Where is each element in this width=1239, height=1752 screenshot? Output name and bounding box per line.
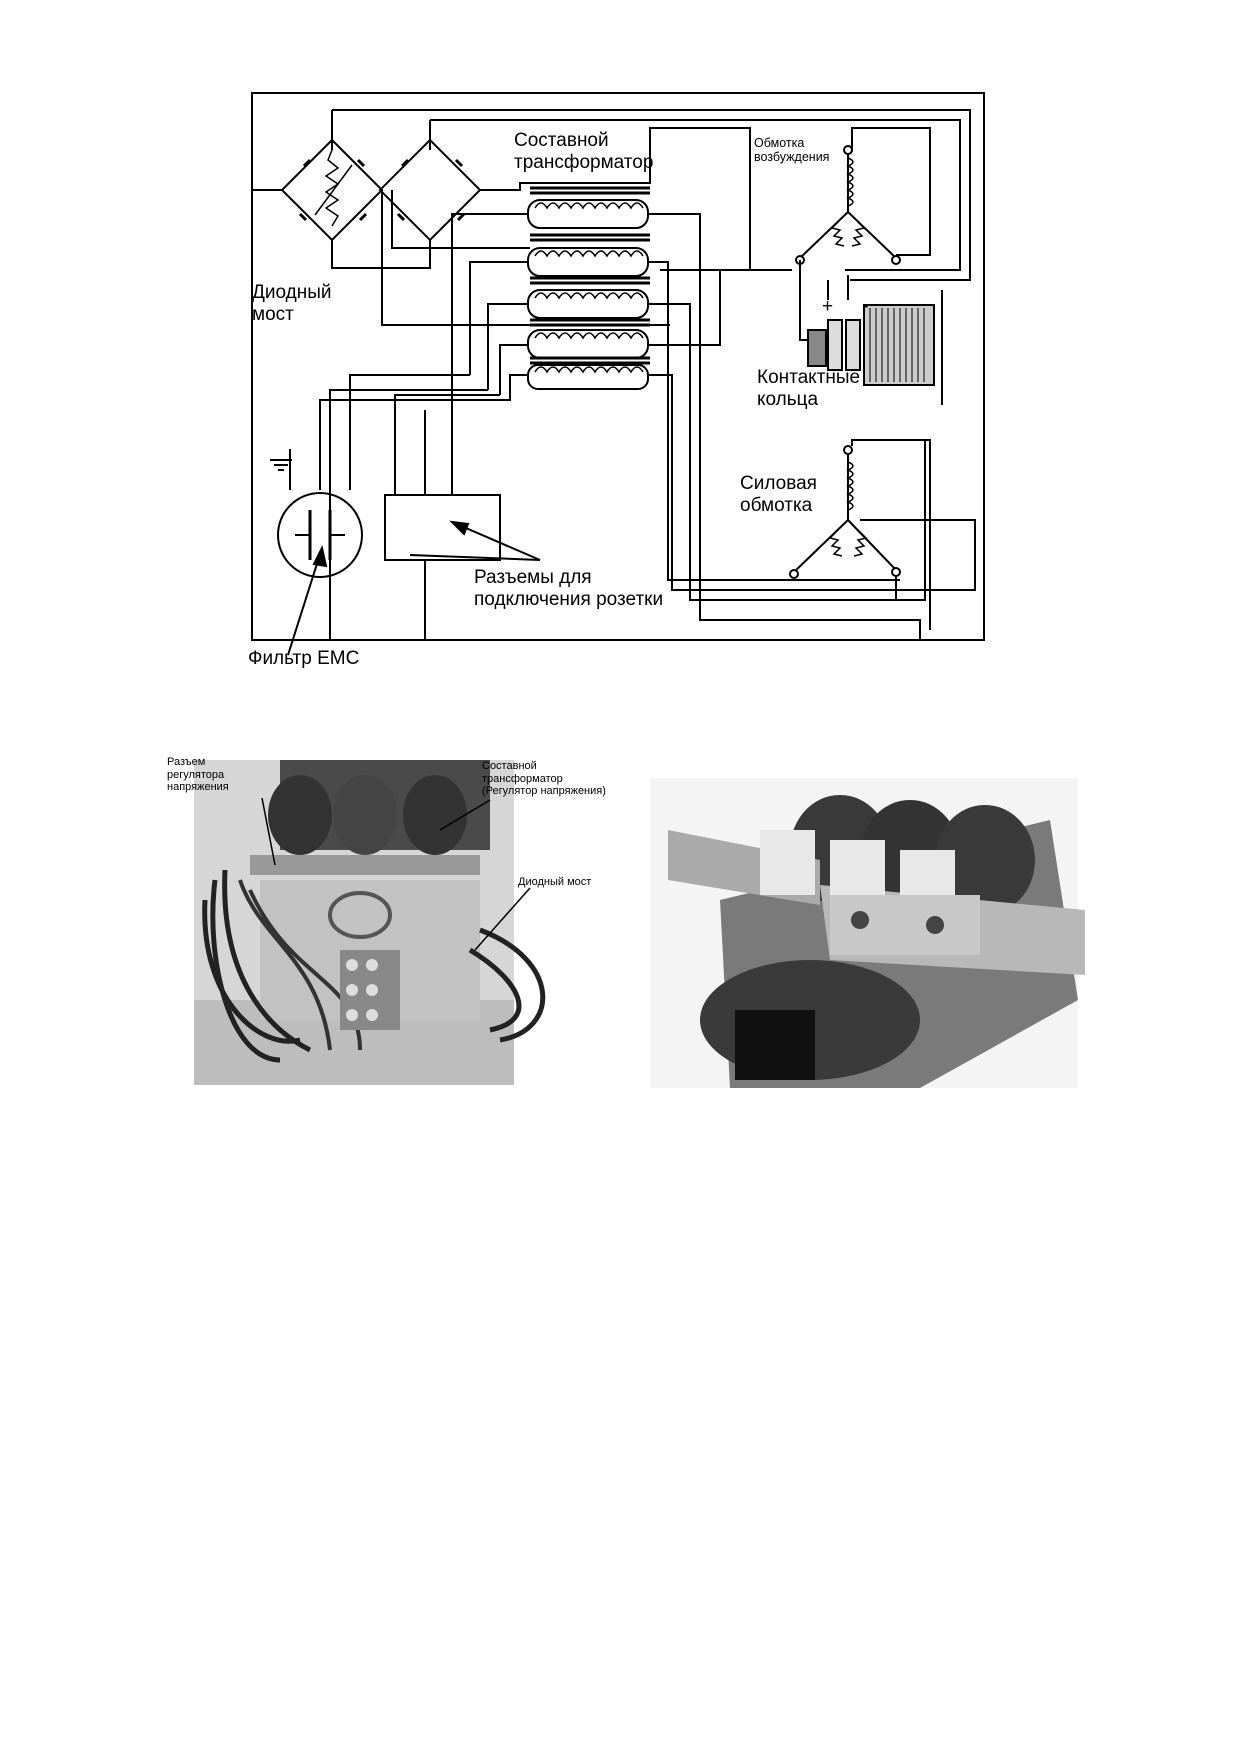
label-slip-rings: Контактные кольца (757, 367, 861, 410)
label-power-winding: Силовая обмотка (740, 473, 817, 516)
excitation-winding (795, 127, 931, 341)
label-excitation-winding: Обмотка возбуждения (754, 136, 830, 165)
label-minus: - (862, 296, 869, 317)
outer-wire-loop (251, 92, 985, 641)
label-plus: + (822, 296, 834, 317)
label-photo-diode-bridge: Диодный мост (518, 876, 592, 888)
diode-bridge-2 (378, 138, 482, 242)
slip-rings (807, 275, 943, 405)
power-winding (789, 439, 931, 630)
label-socket-connectors: Разъемы для подключения розетки (474, 567, 664, 610)
label-diode-bridge: Диодный мост (252, 282, 332, 325)
label-regulator-connector: Разъем регулятора напряжения (167, 756, 229, 794)
emc-filter (270, 449, 363, 578)
label-photo-composite-transformer: Составной трансформатор (Регулятор напря… (482, 760, 606, 798)
label-arrows (287, 520, 541, 656)
label-emc-filter: Фильтр ЕМС (248, 648, 360, 669)
diode-bridge-1 (280, 138, 384, 242)
wiring-diagram (251, 92, 985, 656)
label-composite-transformer: Составной трансформатор (514, 130, 654, 173)
socket-connector-box (384, 494, 501, 561)
